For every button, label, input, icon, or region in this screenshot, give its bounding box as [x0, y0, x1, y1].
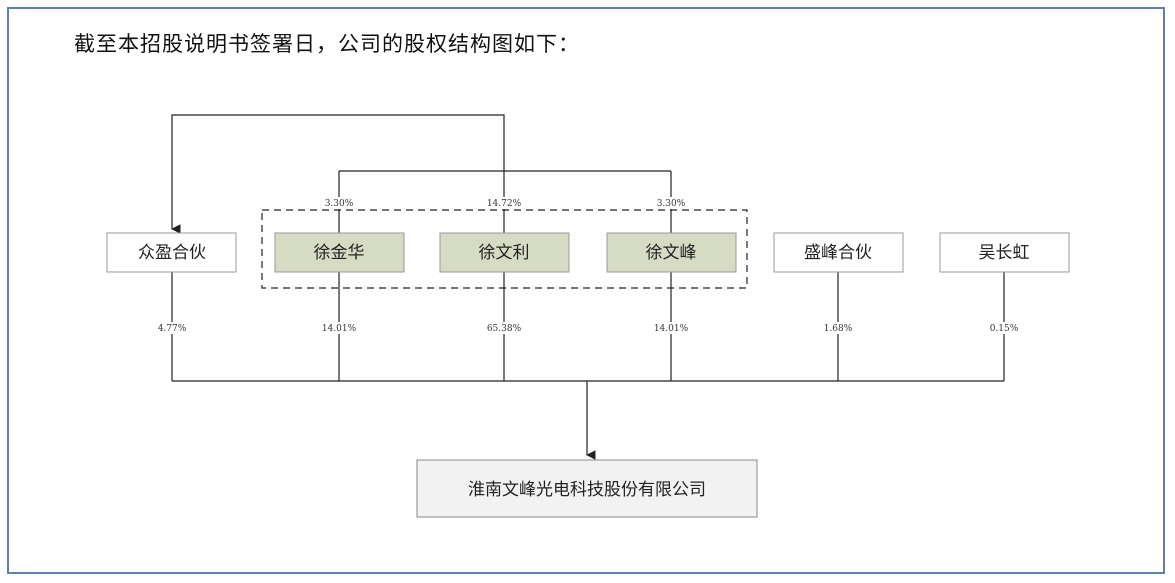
- pct-xu-wenfeng-in-zhongying: 3.30%: [657, 199, 686, 209]
- intro-heading: 截至本招股说明书签署日，公司的股权结构图如下：: [74, 32, 580, 56]
- pct-xu-wenli-in-zhongying: 14.72%: [487, 199, 522, 209]
- node-company-label: 淮南文峰光电科技股份有限公司: [468, 480, 706, 500]
- pct-zhongying-in-company: 4.77%: [158, 324, 187, 334]
- pct-xu-jinhua-in-company: 14.01%: [322, 324, 357, 334]
- pct-xu-jinhua-in-zhongying: 3.30%: [325, 199, 354, 209]
- pct-xu-wenfeng-in-company: 14.01%: [654, 324, 689, 334]
- connector-lines: [171, 114, 1005, 460]
- node-xu-jinhua: 徐金华: [274, 232, 405, 273]
- node-shengfeng-label: 盛峰合伙: [804, 243, 872, 263]
- node-xu-wenfeng-label: 徐文峰: [646, 243, 697, 263]
- node-wu-changhong: 吴长虹: [939, 232, 1070, 273]
- node-xu-jinhua-label: 徐金华: [314, 243, 365, 263]
- node-company: 淮南文峰光电科技股份有限公司: [416, 459, 758, 518]
- zhongying-holding-labels: 3.30% 14.72% 3.30%: [322, 197, 690, 209]
- node-xu-wenli: 徐文利: [439, 232, 570, 273]
- node-zhongying: 众盈合伙: [106, 232, 237, 273]
- node-xu-wenli-label: 徐文利: [479, 243, 530, 263]
- company-holding-labels: 4.77% 14.01% 65.38% 14.01% 1.68% 0.15%: [154, 322, 1022, 334]
- pct-shengfeng-in-company: 1.68%: [824, 324, 853, 334]
- node-zhongying-label: 众盈合伙: [138, 243, 206, 263]
- node-shengfeng: 盛峰合伙: [773, 232, 904, 273]
- node-xu-wenfeng: 徐文峰: [606, 232, 737, 273]
- node-wu-changhong-label: 吴长虹: [979, 243, 1030, 263]
- xu-wenli-to-zhongying-line: [171, 114, 505, 234]
- pct-wu-changhong-in-company: 0.15%: [990, 324, 1019, 334]
- pct-xu-wenli-in-company: 65.38%: [487, 324, 522, 334]
- founders-group-dashed-box: [261, 209, 748, 289]
